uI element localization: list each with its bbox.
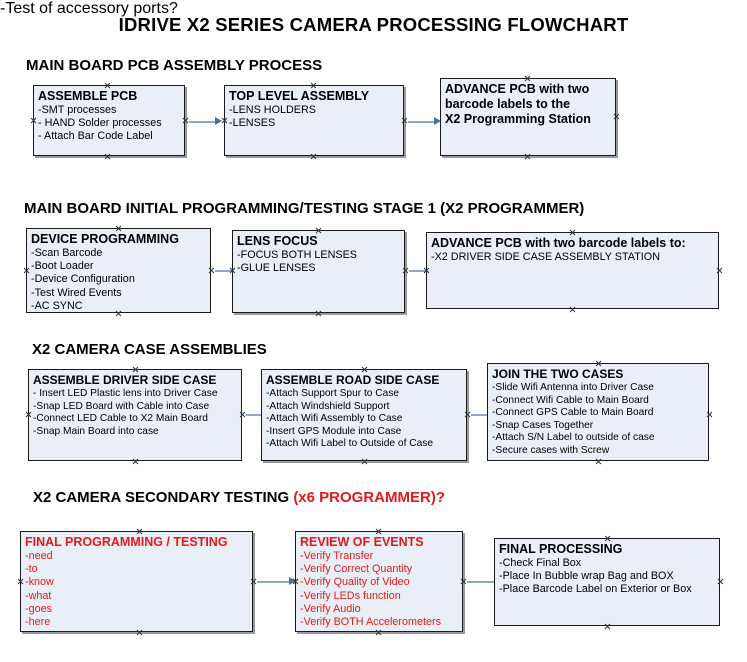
node-title: ADVANCE PCB with two xyxy=(445,82,590,96)
node-line: -Snap Main Board into case xyxy=(33,425,159,437)
node-review-of-events[interactable]: REVIEW OF EVENTS -Verify Transfer -Verif… xyxy=(295,531,463,632)
node-line: - Attach Bar Code Label xyxy=(38,130,153,143)
node-lens-focus[interactable]: LENS FOCUS -FOCUS BOTH LENSES -GLUE LENS… xyxy=(232,230,405,313)
node-line: - HAND Solder processes xyxy=(38,117,162,130)
node-line: -Attach Windshield Support xyxy=(266,400,390,412)
node-advance-pcb-to-driver-side-case-station[interactable]: ADVANCE PCB with two barcode labels to: … xyxy=(426,232,719,309)
node-line: -Place Barcode Label on Exterior or Box xyxy=(499,583,692,596)
node-title: ASSEMBLE DRIVER SIDE CASE xyxy=(33,373,217,387)
page-title: IDRIVE X2 SERIES CAMERA PROCESSING FLOWC… xyxy=(118,14,629,35)
node-title: FINAL PROGRAMMING / TESTING xyxy=(25,535,228,549)
node-line: -Slide Wifi Antenna into Driver Case xyxy=(492,382,654,393)
node-line: -Verify Correct Quantity xyxy=(300,563,413,576)
node-assemble-road-side-case[interactable]: ASSEMBLE ROAD SIDE CASE -Attach Support … xyxy=(261,369,467,461)
node-device-programming[interactable]: DEVICE PROGRAMMING -Scan Barcode -Boot L… xyxy=(26,228,211,313)
node-line: -Snap Cases Together xyxy=(492,419,594,431)
node-line: -X2 DRIVER SIDE CASE ASSEMBLY STATION xyxy=(431,251,660,263)
node-title: DEVICE PROGRAMMING xyxy=(31,232,179,246)
arrow-head-icon xyxy=(215,117,222,125)
node-line: -Attach Support Spur to Case xyxy=(266,388,400,399)
connector-driver-side-to-road-side xyxy=(246,414,265,416)
node-title: LENS FOCUS xyxy=(237,234,318,248)
node-join-the-two-cases[interactable]: JOIN THE TWO CASES -Slide Wifi Antenna i… xyxy=(487,363,709,461)
connector-assemble-pcb-to-top-level-assembly xyxy=(189,121,217,123)
node-title: FINAL PROCESSING xyxy=(499,542,623,556)
connector-device-programming-to-lens-focus xyxy=(215,270,237,272)
section-heading-text: MAIN BOARD PCB ASSEMBLY PROCESS xyxy=(26,57,323,74)
connector-top-level-assembly-to-advance-pcb xyxy=(408,121,436,123)
node-final-programming-testing[interactable]: FINAL PROGRAMMING / TESTING -need -to -k… xyxy=(20,531,253,632)
node-line: -Boot Loader xyxy=(31,260,94,273)
section-heading-text: X2 CAMERA CASE ASSEMBLIES xyxy=(32,341,267,358)
node-line: -Verify LEDs function xyxy=(300,589,401,602)
node-line: -Secure cases with Screw xyxy=(492,444,610,456)
node-line: -Verify Transfer xyxy=(300,550,374,562)
section-heading-x2-camera-case-assemblies: X2 CAMERA CASE ASSEMBLIES xyxy=(32,341,267,358)
section-heading-main-board-pcb-assembly-process: MAIN BOARD PCB ASSEMBLY PROCESS xyxy=(26,57,322,74)
node-line: X2 Programming Station xyxy=(445,112,591,126)
node-line: - Insert LED Plastic lens into Driver Ca… xyxy=(33,388,218,399)
connector-road-side-to-join-cases xyxy=(471,414,490,416)
node-line: -LENS HOLDERS xyxy=(229,104,316,116)
node-final-processing[interactable]: FINAL PROCESSING -Check Final Box -Place… xyxy=(494,538,720,626)
node-line: -here xyxy=(25,616,51,629)
node-line: -need xyxy=(25,550,53,562)
section-heading-text: X2 CAMERA SECONDARY TESTING xyxy=(33,489,294,506)
node-line: -Verify Audio xyxy=(300,602,361,615)
connector-final-programming-to-review-of-events xyxy=(257,581,291,583)
section-heading-main-board-initial-programming: MAIN BOARD INITIAL PROGRAMMING/TESTING S… xyxy=(24,200,584,217)
node-line: -know xyxy=(25,576,54,589)
node-title: ASSEMBLE ROAD SIDE CASE xyxy=(266,373,440,387)
node-line: -what xyxy=(25,589,52,602)
node-line: -LENSES xyxy=(229,117,276,130)
node-line: -Device Configuration xyxy=(31,273,135,286)
node-line: -Attach S/N Label to outside of case xyxy=(492,432,655,444)
node-line: -Place In Bubble wrap Bag and BOX xyxy=(499,570,674,583)
node-assemble-pcb[interactable]: ASSEMBLE PCB -SMT processes - HAND Solde… xyxy=(33,85,185,156)
connector-lens-focus-to-advance-pcb xyxy=(409,270,433,272)
node-line: -Verify Quality of Video xyxy=(300,576,410,589)
node-line: -GLUE LENSES xyxy=(237,262,316,275)
connector-review-of-events-to-final-processing xyxy=(467,581,501,583)
node-line: -Connect GPS Cable to Main Board xyxy=(492,407,654,419)
section-heading-x2-camera-secondary-testing: X2 CAMERA SECONDARY TESTING (x6 PROGRAMM… xyxy=(33,489,445,506)
node-title: ASSEMBLE PCB xyxy=(38,89,138,103)
node-line: -Attach Wifi Assembly to Case xyxy=(266,413,403,425)
node-title: ADVANCE PCB with two barcode labels to: xyxy=(431,236,686,250)
node-assemble-driver-side-case[interactable]: ASSEMBLE DRIVER SIDE CASE - Insert LED P… xyxy=(28,369,242,461)
arrow-head-icon xyxy=(289,577,296,585)
node-line: -Snap LED Board with Cable into Case xyxy=(33,400,210,412)
node-line: -Connect LED Cable to X2 Main Board xyxy=(33,413,208,425)
section-heading-suffix: (x6 PROGRAMMER)? xyxy=(293,489,445,506)
node-line: -Insert GPS Module into Case xyxy=(266,425,402,437)
node-line: barcode labels to the xyxy=(445,97,571,111)
node-line: -SMT processes xyxy=(38,104,117,116)
node-title: REVIEW OF EVENTS xyxy=(300,535,424,549)
node-overflow-line: -Test of accessory ports? xyxy=(0,0,178,17)
section-heading-text: MAIN BOARD INITIAL PROGRAMMING/TESTING S… xyxy=(24,200,585,217)
node-top-level-assembly[interactable]: TOP LEVEL ASSEMBLY -LENS HOLDERS -LENSES xyxy=(224,85,404,156)
node-line: -Connect Wifi Cable to Main Board xyxy=(492,394,649,406)
node-line: -Check Final Box xyxy=(499,557,582,569)
node-title: TOP LEVEL ASSEMBLY xyxy=(229,89,370,103)
node-line: -Verify BOTH Accelerometers xyxy=(300,616,441,629)
node-line: -FOCUS BOTH LENSES xyxy=(237,249,357,261)
node-advance-pcb-to-x2-programming-station[interactable]: ADVANCE PCB with two barcode labels to t… xyxy=(440,78,616,156)
node-title: JOIN THE TWO CASES xyxy=(492,367,624,381)
node-line: -Attach Wifi Label to Outside of Case xyxy=(266,438,434,450)
arrow-head-icon xyxy=(434,117,441,125)
node-line: -Scan Barcode xyxy=(31,247,103,259)
node-line: -Test Wired Events xyxy=(31,286,122,299)
node-line: -AC SYNC xyxy=(31,299,83,312)
node-line: -to xyxy=(25,563,38,576)
node-line: -goes xyxy=(25,602,53,615)
